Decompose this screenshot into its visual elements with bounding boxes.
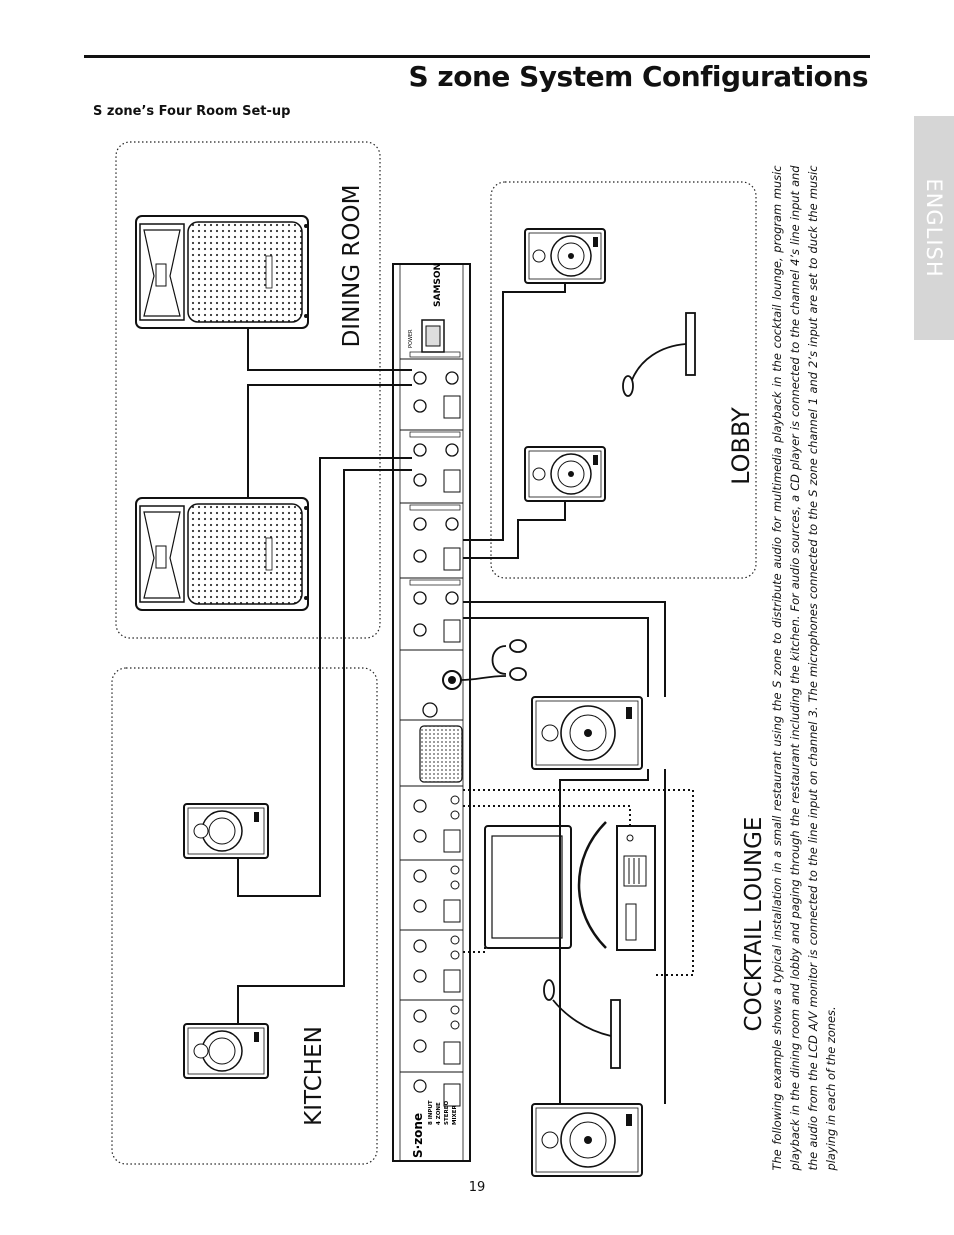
- mixer-model-desc-4: MIXER: [452, 1104, 458, 1125]
- channel-section-2: [413, 935, 461, 993]
- room-label-kitchen: KITCHEN: [301, 1026, 327, 1126]
- section-subtitle: S zone’s Four Room Set-up: [93, 104, 291, 119]
- lobby-speaker-2: [524, 446, 606, 502]
- room-label-lobby: LOBBY: [727, 407, 755, 485]
- channel-section-4: [413, 795, 461, 853]
- room-label-dining: DINING ROOM: [339, 184, 365, 348]
- lounge-speaker-2: [531, 1103, 643, 1177]
- channel-section-1: [413, 1005, 461, 1065]
- dining-speaker-2: [135, 497, 309, 611]
- power-label: POWER: [408, 329, 414, 348]
- lcd-monitor-icon: [484, 821, 607, 949]
- kitchen-area: [111, 667, 378, 1165]
- speaker-cables: [237, 283, 666, 1104]
- page-number: 19: [468, 1180, 486, 1195]
- mixer-model-name: S·zone: [411, 1113, 425, 1158]
- headphones-icon: [460, 639, 527, 681]
- zone-2-output-section: [409, 504, 461, 571]
- mixer-model-desc-2: 4 ZONE: [436, 1102, 442, 1125]
- room-label-cocktail: COCKTAIL LOUNGE: [741, 816, 767, 1032]
- lounge-speaker-1: [531, 696, 643, 770]
- lounge-microphone-icon: [543, 979, 621, 1069]
- mixer-brand: SAMSON: [433, 263, 443, 307]
- header-rule: [84, 55, 870, 58]
- page-title: S zone System Configurations: [408, 60, 869, 93]
- headphone-section: [422, 670, 462, 718]
- dining-speaker-1: [135, 215, 309, 329]
- source-cables: [463, 789, 694, 976]
- cd-player-icon: [616, 825, 656, 951]
- language-tab[interactable]: [914, 116, 954, 340]
- mixer-model-desc-3: STEREO: [444, 1101, 450, 1125]
- zone-1-output-section: [409, 579, 461, 643]
- mixer-model-desc-1: 8 INPUT: [428, 1100, 434, 1125]
- lobby-microphone-icon: [622, 312, 696, 397]
- kitchen-speaker-1: [183, 803, 269, 859]
- kitchen-speaker-2: [183, 1023, 269, 1079]
- channel-section-mic: [413, 1079, 461, 1107]
- figure-caption: The following example shows a typical in…: [770, 165, 838, 1171]
- lobby-speaker-1: [524, 228, 606, 284]
- zone-4-output-section: [409, 351, 461, 419]
- s-zone-mixer: SAMSON POWER S·zone 8 INPUT 4 ZONE STERE…: [392, 263, 471, 1162]
- zone-3-output-section: [409, 431, 461, 493]
- channel-section-3: [413, 865, 461, 923]
- monitor-grille: [419, 725, 463, 783]
